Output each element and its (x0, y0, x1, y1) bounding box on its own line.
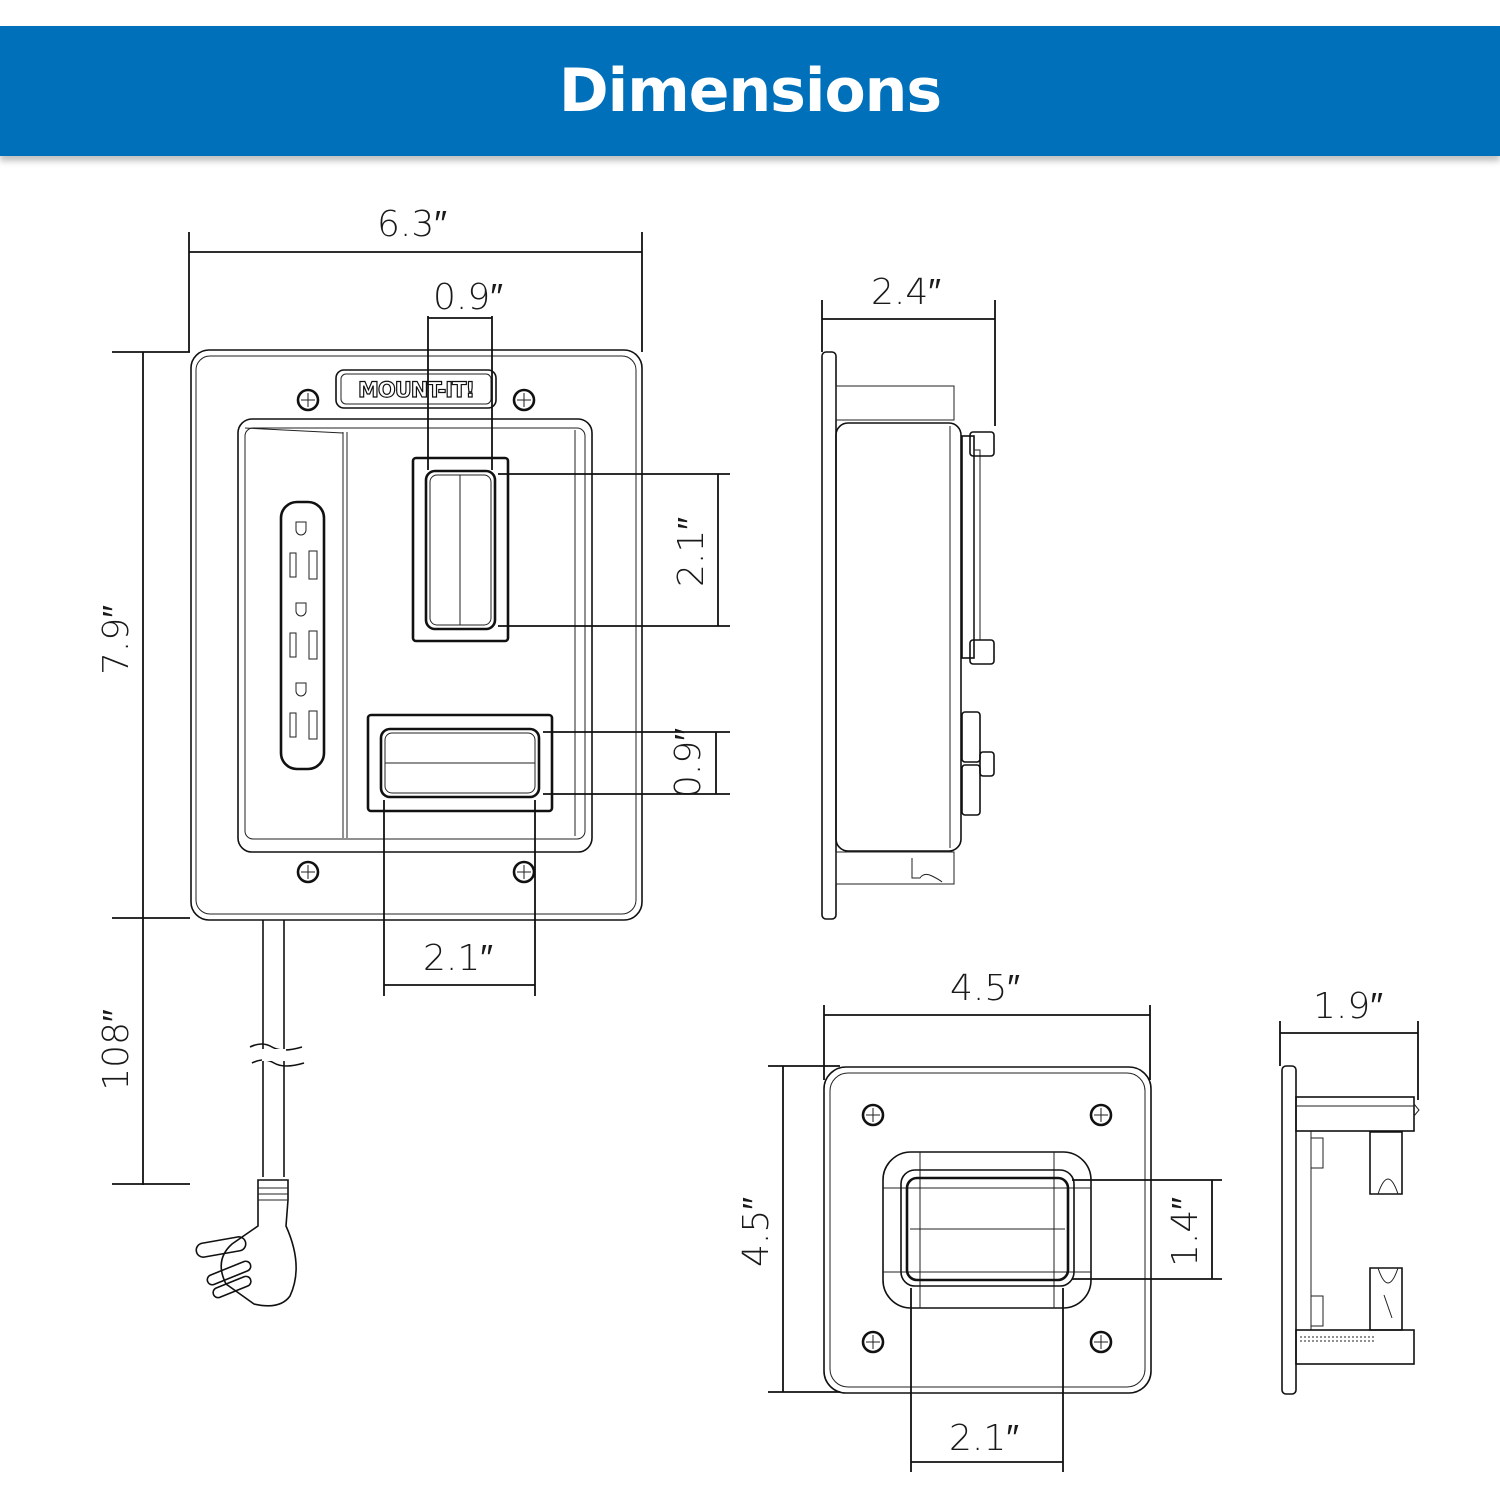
header-banner: Dimensions (0, 26, 1500, 156)
main-depth-label: 2.4″ (871, 272, 941, 313)
power-plug-icon (195, 920, 305, 1307)
main-plate-side-view: 2.4″ (821, 272, 996, 920)
screw-icon (861, 1330, 885, 1354)
page-title: Dimensions (558, 56, 942, 126)
screw-icon (1089, 1103, 1113, 1127)
screw-icon (861, 1103, 885, 1127)
cord-length-dimension: 108″ (96, 1009, 190, 1185)
small-port-width-label: 2.1″ (949, 1418, 1019, 1459)
bottom-port-width-label: 2.1″ (423, 938, 493, 979)
bottom-port-height-label: 0.9″ (668, 728, 709, 798)
top-port-width-dimension: 0.9″ (427, 277, 503, 470)
bottom-cable-port (366, 713, 554, 813)
small-plate-front-view: 4.5″ 4.5″ 1.4″ (736, 968, 1222, 1472)
small-height-dimension: 4.5″ (736, 1065, 840, 1393)
outlet-strip-icon (279, 500, 326, 771)
brand-logo-text: MOUNT-IT! (358, 378, 474, 402)
bottom-port-height-dimension: 0.9″ (543, 728, 730, 798)
main-height-label: 7.9″ (96, 605, 137, 675)
small-port-height-dimension: 1.4″ (1072, 1179, 1222, 1280)
screw-icon (296, 860, 320, 884)
small-plate-side-view: 1.9″ (1279, 986, 1420, 1395)
small-port-height-label: 1.4″ (1165, 1197, 1206, 1267)
screw-icon (512, 388, 536, 412)
small-width-label: 4.5″ (950, 968, 1020, 1009)
screw-icon (296, 388, 320, 412)
main-width-label: 6.3″ (377, 204, 447, 245)
screw-icon (512, 860, 536, 884)
top-port-width-label: 0.9″ (433, 277, 503, 318)
cord-length-label: 108″ (96, 1009, 137, 1091)
small-cable-port (882, 1151, 1092, 1309)
top-port-height-label: 2.1″ (671, 517, 712, 587)
main-width-dimension: 6.3″ (188, 204, 643, 352)
bottom-port-width-dimension: 2.1″ (383, 800, 536, 996)
small-height-label: 4.5″ (736, 1197, 777, 1267)
small-depth-dimension: 1.9″ (1279, 986, 1419, 1100)
main-height-dimension: 7.9″ (96, 351, 190, 1185)
main-depth-dimension: 2.4″ (821, 272, 996, 426)
small-depth-label: 1.9″ (1313, 986, 1383, 1027)
brand-logo: MOUNT-IT! (335, 369, 497, 409)
small-port-width-dimension: 2.1″ (910, 1288, 1064, 1472)
small-width-dimension: 4.5″ (823, 968, 1151, 1080)
top-cable-port (411, 456, 510, 643)
main-plate-front-view: 6.3″ MOUNT-IT! (96, 204, 730, 1307)
top-port-height-dimension: 2.1″ (498, 473, 730, 627)
screw-icon (1089, 1330, 1113, 1354)
